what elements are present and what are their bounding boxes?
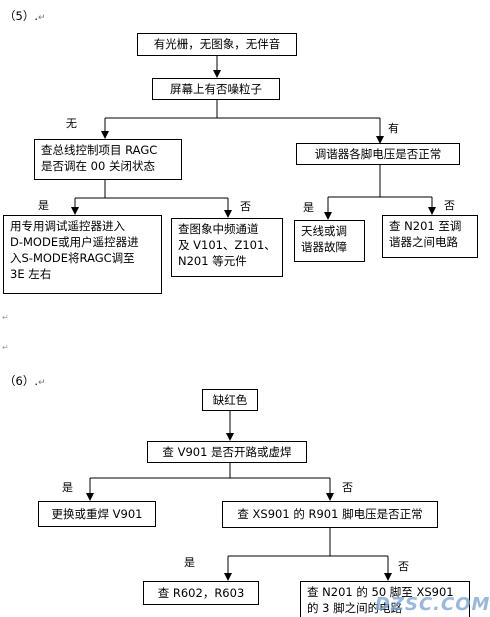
section-heading-text: （5）. <box>4 9 38 23</box>
section-heading-5: （5）.↵ <box>4 8 46 24</box>
box-text-line: 入S-MODE将RAGC调至 <box>10 251 135 265</box>
box-text-line: 3E 左右 <box>10 267 52 281</box>
box-action-check-n201: 查 N201 至调 谐器之间电路 <box>382 215 478 258</box>
box-text-line: N201 等元件 <box>178 254 247 268</box>
box-action-check-r602: 查 R602，R603 <box>143 581 259 605</box>
label-ragc-no: 否 <box>240 200 251 213</box>
box-text-line: 的 3 脚之间的电路 <box>307 601 403 615</box>
box-text-line: 查 N201 至调 <box>389 219 462 233</box>
paragraph-mark: ↵ <box>2 313 9 322</box>
box-action-check-if: 查图象中频通道 及 V101、Z101、 N201 等元件 <box>171 218 283 277</box>
box-text: 更换或重焊 V901 <box>51 507 143 521</box>
box-action-antenna-fault: 天线或调 谐器故障 <box>294 220 365 262</box>
paragraph-mark: ↵ <box>2 343 9 352</box>
box-text-line: 是否调在 00 关闭状态 <box>41 159 155 173</box>
box-action-adjust-ragc: 用专用调试遥控器进入 D-MODE或用户遥控器进 入S-MODE将RAGC调至 … <box>3 215 162 294</box>
box-text: 有光栅，无图象，无伴音 <box>153 37 281 51</box>
label-branch-no: 无 <box>66 117 77 130</box>
label-xs-no: 否 <box>398 560 409 573</box>
box-check-ragc: 查总线控制项目 RAGC 是否调在 00 关闭状态 <box>34 139 182 180</box>
box-text: 查 R602，R603 <box>157 586 245 600</box>
section-heading-6: （6）.↵ <box>4 373 46 389</box>
box-text: 查 XS901 的 R901 脚电压是否正常 <box>237 507 423 521</box>
return-mark: ↵ <box>37 13 46 23</box>
box-action-replace-v901: 更换或重焊 V901 <box>38 501 156 527</box>
section-heading-text: （6）. <box>4 374 38 388</box>
box-check-tuner-voltage: 调谐器各脚电压是否正常 <box>296 143 460 165</box>
box-text: 缺红色 <box>212 393 248 407</box>
box-check-v901: 查 V901 是否开路或虚焊 <box>147 441 307 463</box>
box-text-line: D-MODE或用户遥控器进 <box>10 235 139 249</box>
box-text-line: 查图象中频通道 <box>178 222 259 236</box>
box-text: 查 V901 是否开路或虚焊 <box>162 445 292 459</box>
label-xs-yes: 是 <box>184 556 195 569</box>
box-start-no-picture-no-sound: 有光栅，无图象，无伴音 <box>137 33 297 56</box>
box-text-line: 查总线控制项目 RAGC <box>41 143 158 157</box>
label-v901-no: 否 <box>342 481 353 494</box>
box-text-line: 查 N201 的 50 脚至 XS901 <box>307 585 454 599</box>
watermark-logo: DZSC.COM <box>375 594 490 615</box>
box-text-line: 谐器故障 <box>301 240 347 254</box>
box-start-missing-red: 缺红色 <box>202 389 258 411</box>
box-text-line: 及 V101、Z101、 <box>178 238 276 252</box>
label-tuner-no: 否 <box>444 199 455 212</box>
label-branch-yes: 有 <box>388 122 399 135</box>
label-tuner-yes: 是 <box>303 201 314 214</box>
box-check-noise: 屏幕上有否噪粒子 <box>152 78 280 100</box>
box-check-xs901-voltage: 查 XS901 的 R901 脚电压是否正常 <box>222 501 438 528</box>
box-action-check-n201-circuit: 查 N201 的 50 脚至 XS901 的 3 脚之间的电路 <box>300 581 470 617</box>
box-text-line: 谐器之间电路 <box>389 235 458 249</box>
label-ragc-yes: 是 <box>38 199 49 212</box>
box-text: 屏幕上有否噪粒子 <box>170 82 262 96</box>
label-v901-yes: 是 <box>62 481 73 494</box>
box-text-line: 用专用调试遥控器进入 <box>10 219 125 233</box>
box-text: 调谐器各脚电压是否正常 <box>314 147 442 161</box>
box-text-line: 天线或调 <box>301 224 347 238</box>
return-mark: ↵ <box>37 378 46 388</box>
